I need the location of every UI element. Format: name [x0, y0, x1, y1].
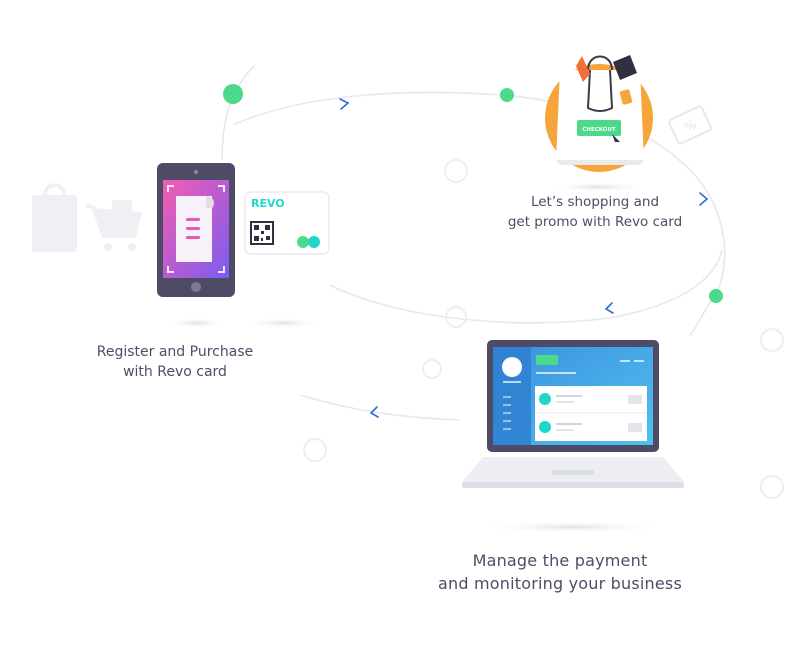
step-manage-line2: and monitoring your business — [437, 574, 682, 594]
step-register-line2: with Revo card — [123, 364, 227, 381]
qr-code-icon — [250, 221, 274, 245]
receipt-icon — [176, 196, 214, 262]
revo-card-icon: REVO — [244, 191, 330, 255]
checkout-label: CHECKOUT — [582, 127, 616, 133]
step-register-caption: Register and Purchase with Revo card — [55, 342, 295, 383]
step-shopping-line1: Let’s shopping and — [530, 194, 660, 210]
checkout-bag-icon: CHECKOUT — [545, 55, 653, 172]
svg-text:%: % — [682, 117, 698, 135]
coupon-icon: % — [668, 105, 712, 145]
laptop-icon — [462, 340, 684, 488]
step-manage-line1: Manage the payment — [472, 551, 648, 570]
step-register-line1: Register and Purchase — [96, 344, 254, 360]
card-brand: REVO — [251, 197, 285, 210]
step-manage-caption: Manage the payment and monitoring your b… — [400, 549, 720, 595]
phone-icon — [157, 163, 235, 297]
arrow-icon — [339, 98, 709, 418]
step-shopping-line2: get promo with Revo card — [507, 213, 683, 230]
green-dots — [223, 84, 723, 303]
step-shopping-caption: Let’s shopping and get promo with Revo c… — [470, 193, 720, 232]
shopping-cart-icon — [85, 200, 142, 251]
decor-circles — [303, 159, 784, 499]
shopping-bag-icon — [32, 183, 77, 252]
